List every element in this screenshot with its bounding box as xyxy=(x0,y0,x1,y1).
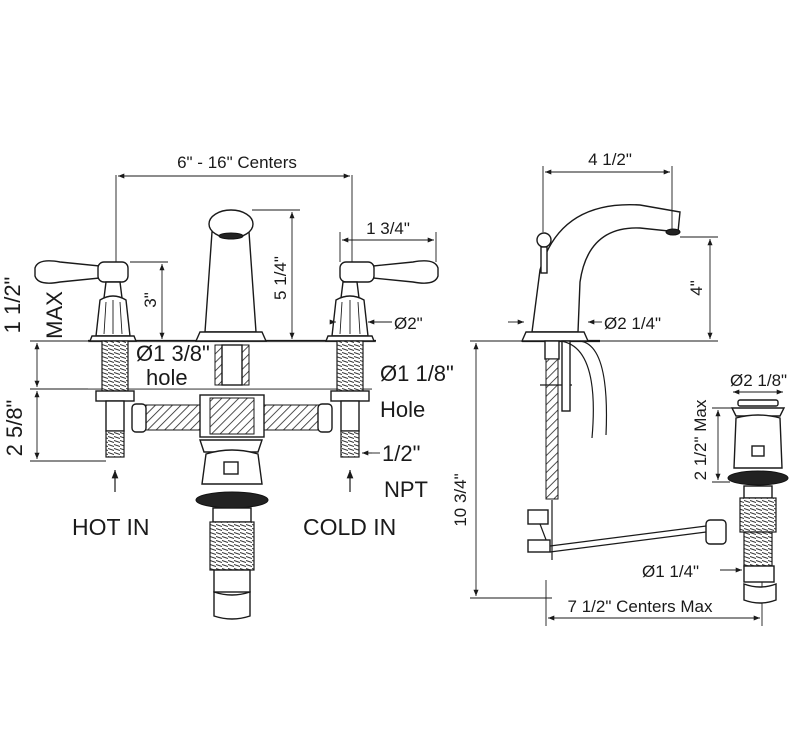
side-base-dia-dimension: Ø2 1/4" xyxy=(604,314,661,333)
npt-label: NPT xyxy=(384,477,428,502)
small-hole-label: hole xyxy=(146,365,188,390)
cold-in-label: COLD IN xyxy=(303,514,396,540)
side-view: 4 1/2" 4" Ø2 1/4" 10 3/4" 7 1/2" Centers… xyxy=(451,150,763,626)
spout xyxy=(194,209,268,342)
spout-rise-dimension: 4" xyxy=(687,280,706,296)
centers-max-dimension: 7 1/2" Centers Max xyxy=(568,597,713,616)
spout-height-dimension: 5 1/4" xyxy=(271,256,290,300)
side-spout xyxy=(531,203,681,333)
base-dia-dimension: Ø2" xyxy=(394,314,423,333)
reach-dimension: 4 1/2" xyxy=(588,150,632,169)
drain-view: Ø2 1/8" 2 1/2" Max Ø1 1/4" xyxy=(642,371,789,604)
large-hole-dimension: Ø1 1/8" xyxy=(380,361,454,386)
cold-handle xyxy=(324,260,439,342)
npt-size-dimension: 1/2" xyxy=(382,441,420,466)
drain-height-dimension: 2 1/2" Max xyxy=(691,399,710,480)
shank-length-dimension: 2 5/8" xyxy=(2,400,27,457)
large-hole-label: Hole xyxy=(380,397,425,422)
max-deck-dimension: 1 1/2" xyxy=(0,277,25,334)
handle-height-dimension: 3" xyxy=(141,292,160,308)
hot-handle xyxy=(34,260,138,342)
total-height-dimension: 10 3/4" xyxy=(451,473,470,526)
max-deck-label: MAX xyxy=(42,291,67,339)
tail-dia-dimension: Ø1 1/4" xyxy=(642,562,699,581)
centers-dimension: 6" - 16" Centers xyxy=(177,153,297,172)
handle-offset-dimension: 1 3/4" xyxy=(366,219,410,238)
center-assembly xyxy=(131,344,333,620)
flange-dia-dimension: Ø2 1/8" xyxy=(730,371,787,390)
hot-shank xyxy=(95,340,135,458)
cold-shank xyxy=(330,340,370,458)
small-hole-dimension: Ø1 3/8" xyxy=(136,341,210,366)
front-view: 6" - 16" Centers 1 3/4" 5 1/4" 3" Ø2" 1 … xyxy=(0,153,454,620)
hot-in-label: HOT IN xyxy=(72,514,150,540)
